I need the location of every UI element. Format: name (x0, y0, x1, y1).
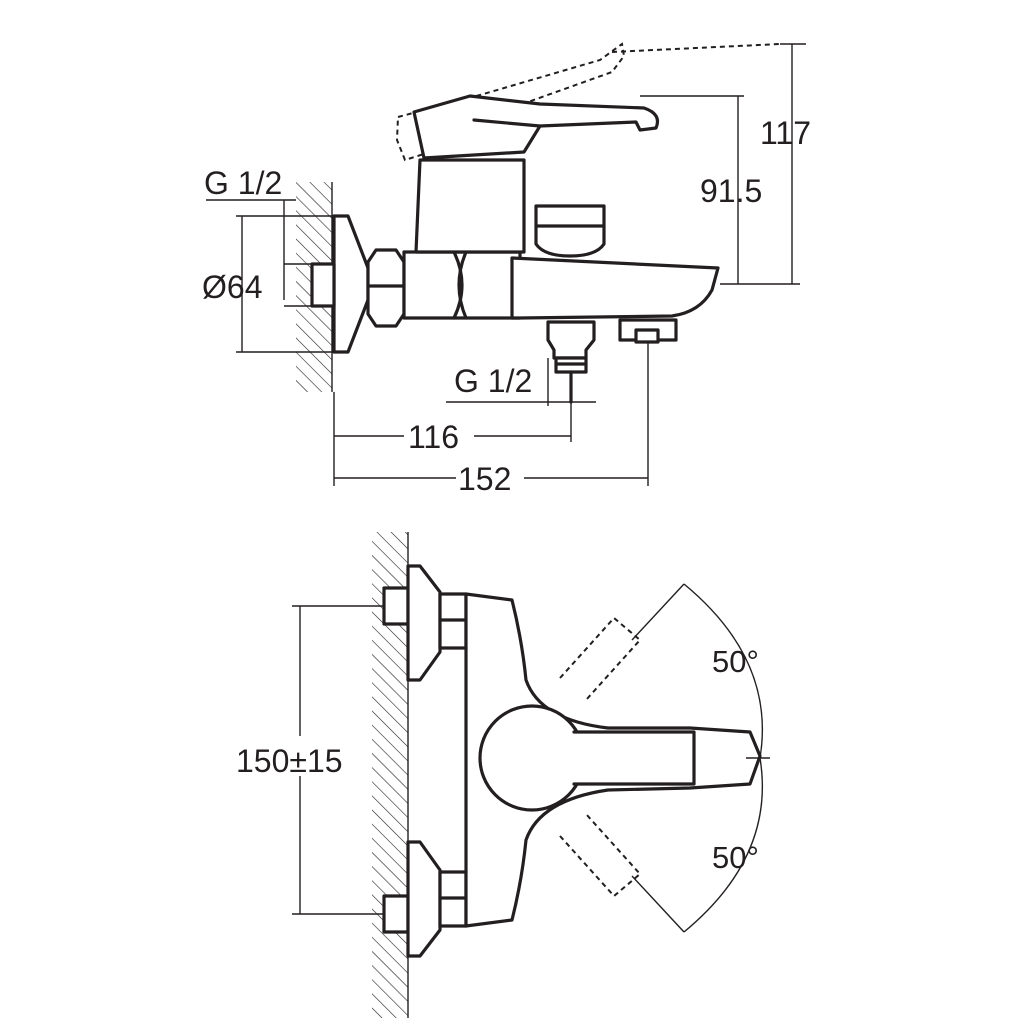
dim-angle-upper: 50° (712, 644, 759, 679)
outlet-connector (546, 320, 596, 360)
lever-plan (572, 730, 696, 786)
hex-nut (366, 248, 406, 328)
dim-height-91-5: 91.5 (700, 173, 762, 209)
diverter-knob (534, 204, 606, 258)
spout (510, 256, 720, 320)
plan-view: 50° 50° 150±15 (236, 532, 770, 1018)
dim-length-116: 116 (408, 419, 459, 455)
dim-g-half-inlet: G 1/2 (204, 165, 282, 201)
cartridge-housing (414, 158, 526, 254)
side-elevation-view: G 1/2 Ø64 G 1/2 116 152 91.5 117 (202, 42, 811, 497)
inlet-stub (310, 262, 336, 308)
dim-g-half-outlet: G 1/2 (454, 363, 532, 399)
cartridge-cap (478, 704, 586, 812)
wall-flange (332, 214, 370, 354)
dim-spacing-150: 150±15 (236, 743, 343, 779)
dim-angle-lower: 50° (712, 840, 759, 875)
dim-diameter-flange: Ø64 (202, 269, 262, 305)
dim-length-152: 152 (458, 461, 511, 497)
dim-height-117: 117 (760, 115, 811, 151)
